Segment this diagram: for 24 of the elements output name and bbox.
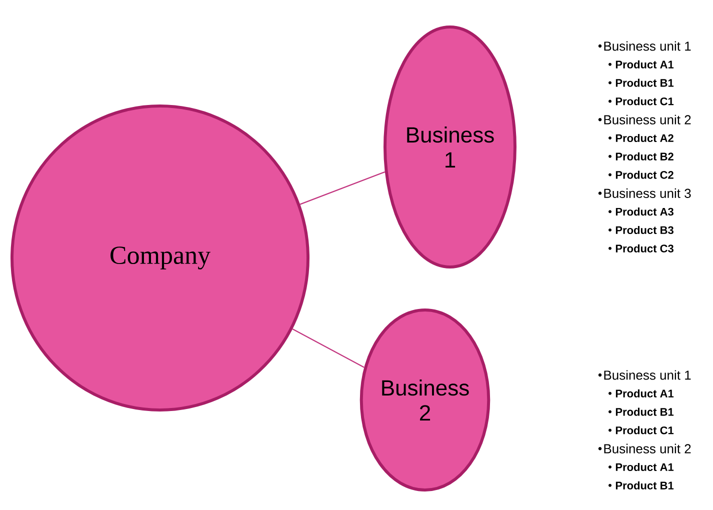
bullet-item: Product A2 [608,134,674,142]
bullet-item: Business unit 3 [598,188,691,198]
bullet-item: Product C3 [608,244,674,252]
bullet-item: Product C1 [608,426,674,434]
bullet-item: Business unit 2 [598,444,691,454]
bullet-item: Product B1 [608,481,674,490]
bullet-item: Product B2 [608,152,674,160]
bullet-item: Product B1 [608,408,674,416]
ellipse-node: Business 2 [360,308,490,492]
ellipse-node: Company [10,104,310,412]
bullet-item: Business unit 1 [598,41,691,51]
bullet-item: Product B3 [608,226,674,234]
bullet-item: Product A1 [608,389,674,398]
bullet-item: Product B1 [608,78,674,87]
ellipse-node: Business 1 [384,26,516,268]
bullet-item: Product A3 [608,208,674,216]
bullet-item: Business unit 2 [598,114,691,124]
bullet-item: Product C1 [608,97,674,106]
connector-line [292,328,364,368]
bullet-item: Business unit 1 [598,370,691,380]
bullet-item: Product A1 [608,60,674,68]
bullet-item: Product C2 [608,170,674,179]
connector-line [300,171,386,205]
bullet-item: Product A1 [608,462,674,472]
